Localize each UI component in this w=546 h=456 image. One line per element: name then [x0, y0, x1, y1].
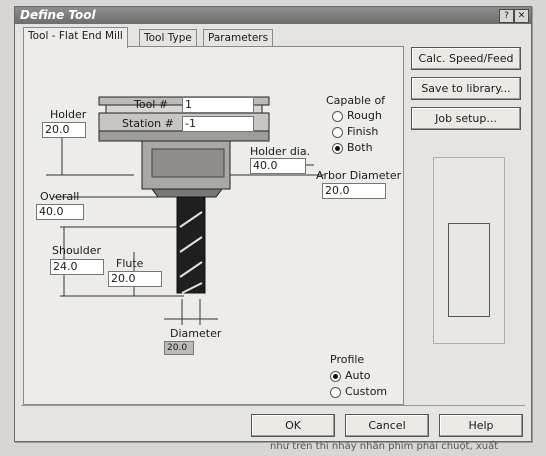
custom-label: Custom	[345, 385, 388, 398]
page-text-fragment: như trên thì nháy nhấn phím phải chuột, …	[270, 441, 499, 452]
diameter-field[interactable]: 20.0	[164, 341, 194, 355]
close-button[interactable]: ✕	[514, 9, 529, 23]
finish-radio[interactable]	[332, 127, 343, 138]
arbor-diameter-field[interactable]: 20.0	[322, 183, 386, 199]
both-label: Both	[347, 141, 373, 154]
rough-radio[interactable]	[332, 111, 343, 122]
cancel-button[interactable]: Cancel	[345, 414, 429, 437]
auto-label: Auto	[345, 369, 371, 382]
window-title: Define Tool	[20, 8, 96, 22]
station-num-label: Station #	[122, 117, 174, 130]
holder-dia-field[interactable]: 40.0	[250, 158, 306, 174]
diameter-label: Diameter	[170, 327, 222, 340]
shoulder-field[interactable]: 24.0	[50, 259, 104, 275]
custom-radio[interactable]	[330, 387, 341, 398]
button-label: Calc. Speed/Feed	[418, 52, 514, 65]
rough-label: Rough	[347, 109, 382, 122]
tool-num-field[interactable]: 1	[182, 97, 254, 113]
arbor-diameter-label: Arbor Diameter	[316, 169, 402, 182]
button-label: Help	[468, 419, 494, 432]
footer-divider	[21, 405, 525, 406]
holder-collet-inner	[151, 148, 225, 178]
finish-label: Finish	[347, 125, 379, 138]
tab-tool-type[interactable]: Tool Type	[139, 29, 197, 47]
button-label: OK	[285, 419, 301, 432]
flute-label: Flute	[116, 257, 144, 270]
job-setup-button[interactable]: Job setup...	[411, 107, 521, 130]
tab-label: Tool - Flat End Mill	[28, 30, 123, 42]
holder-dia-label: Holder dia.	[250, 145, 311, 158]
button-label: Cancel	[368, 419, 406, 432]
flute-field[interactable]: 20.0	[108, 271, 162, 287]
title-bar[interactable]: Define Tool ? ✕	[15, 7, 531, 24]
flute-lines	[179, 211, 203, 294]
capable-of-label: Capable of	[326, 94, 386, 107]
holder-label: Holder	[50, 108, 87, 121]
profile-label: Profile	[330, 353, 365, 366]
tool-preview-pane	[433, 157, 505, 344]
tool-diagram	[46, 96, 324, 325]
define-tool-dialog: Define Tool ? ✕ Tool - Flat End Mill Too…	[14, 6, 532, 442]
shoulder-label: Shoulder	[52, 244, 101, 257]
calc-speed-feed-button[interactable]: Calc. Speed/Feed	[411, 47, 521, 70]
tab-tool-flat-end-mill[interactable]: Tool - Flat End Mill	[23, 27, 128, 48]
ok-button[interactable]: OK	[251, 414, 335, 437]
both-radio[interactable]	[332, 143, 343, 154]
overall-field[interactable]: 40.0	[36, 204, 84, 220]
holder-taper	[151, 188, 223, 198]
help-button[interactable]: Help	[439, 414, 523, 437]
button-label: Save to library...	[421, 82, 511, 95]
button-label: Job setup...	[435, 112, 497, 125]
holder-field[interactable]: 20.0	[42, 122, 86, 138]
tab-parameters[interactable]: Parameters	[203, 29, 274, 47]
overall-label: Overall	[40, 190, 80, 203]
tool-num-label: Tool #	[134, 98, 169, 111]
station-num-field[interactable]: -1	[182, 116, 254, 132]
save-to-library-button[interactable]: Save to library...	[411, 77, 521, 100]
tool-panel: Tool # 1 Station # -1 Holder 20.0 Holder…	[23, 46, 404, 405]
holder-flange-bottom	[98, 130, 270, 142]
tab-label: Tool Type	[144, 32, 192, 44]
auto-radio[interactable]	[330, 371, 341, 382]
help-title-button[interactable]: ?	[499, 9, 514, 23]
tab-label: Parameters	[208, 32, 269, 44]
preview-box	[448, 223, 490, 317]
